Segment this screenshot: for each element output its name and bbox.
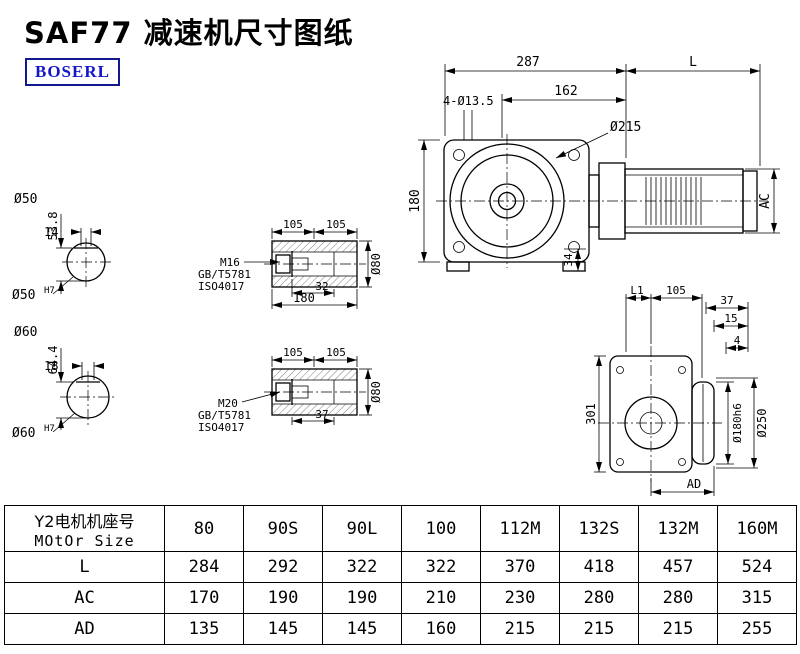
dim-32: 32 (315, 280, 328, 293)
dim-287: 287 (516, 55, 539, 70)
motor-size-header-cn: Y2电机机座号 (34, 511, 135, 531)
dim-37: 37 (315, 408, 328, 421)
dim-cell: 322 (401, 551, 481, 583)
dim-d80: Ø80 (369, 253, 383, 275)
dim-l: L (689, 55, 697, 70)
standard-gb: GB/T5781 (198, 409, 251, 422)
shaft50-key-height: 53.8 (46, 212, 60, 241)
bolt-hole (568, 241, 580, 253)
row-label: AD (4, 613, 165, 645)
dim-cell: 215 (480, 613, 560, 645)
dim-cell: 215 (638, 613, 718, 645)
dim-cell: 190 (322, 582, 402, 614)
shaft60-dia-label: Ø60 (14, 325, 37, 340)
shaft50-bore-tolerance: H7 (44, 286, 55, 296)
shaft-detail-m20: 105 105 M20 GB/T5781 ISO4017 37 Ø80 (198, 346, 383, 434)
shaft60-bore-label: Ø60 (12, 426, 35, 441)
size-header: 132S (559, 505, 639, 552)
standard-iso: ISO4017 (198, 280, 244, 293)
dim-cell: 418 (559, 551, 639, 583)
dim-cell: 255 (717, 613, 797, 645)
brand-logo: BOSERL (25, 58, 120, 86)
dim-l1: L1 (630, 284, 643, 297)
dim-cell: 135 (164, 613, 244, 645)
shaft-detail-m16: 105 105 M16 GB/T5781 ISO4017 32 180 Ø80 (198, 218, 383, 309)
dim-ac: AC (758, 193, 773, 209)
dim-cell: 280 (638, 582, 718, 614)
shaft50-dia-label: Ø50 (14, 192, 37, 207)
motor-size-table: Y2电机机座号 MOtOr Size 80 90S 90L 100 112M 1… (4, 505, 797, 645)
motor-size-header-en: MOtOr Size (34, 531, 135, 550)
dim-flange-dia-side: Ø250 (755, 409, 769, 438)
shaft-60-end-view: Ø60 18 64.4 Ø60 H7 (12, 325, 116, 441)
dim-cell: 145 (243, 613, 323, 645)
dim-cell: 524 (717, 551, 797, 583)
motor-size-header-cell: Y2电机机座号 MOtOr Size (4, 505, 165, 552)
dim-bolt-holes: 4-Ø13.5 (443, 94, 494, 108)
dim-105-b: 105 (326, 346, 346, 359)
shaft60-bore-tolerance: H7 (44, 424, 55, 434)
output-bore (624, 396, 678, 450)
drawing-canvas: 287 L 162 4-Ø13.5 Ø215 180 34 AC Ø50 14 (12, 55, 780, 496)
standard-gb: GB/T5781 (198, 268, 251, 281)
dim-180: 180 (408, 189, 423, 212)
dim-d80: Ø80 (369, 381, 383, 403)
dim-cell: 370 (480, 551, 560, 583)
shaft50-bore-label: Ø50 (12, 288, 35, 303)
dim-cell: 322 (322, 551, 402, 583)
bolt-hole (453, 241, 465, 253)
standard-iso: ISO4017 (198, 421, 244, 434)
size-header: 132M (638, 505, 718, 552)
dim-105-side: 105 (666, 284, 686, 297)
dim-180-detail: 180 (293, 291, 315, 305)
dim-cell: 210 (401, 582, 481, 614)
side-view: L1 105 37 15 4 301 Ø180h6 Ø250 AD (584, 284, 769, 496)
size-header: 100 (401, 505, 481, 552)
row-label: AC (4, 582, 165, 614)
dim-cell: 170 (164, 582, 244, 614)
size-header: 160M (717, 505, 797, 552)
dim-cell: 292 (243, 551, 323, 583)
dim-105-a: 105 (283, 218, 303, 231)
size-header: 80 (164, 505, 244, 552)
dim-cell: 457 (638, 551, 718, 583)
shaft60-key-width: 18 (44, 359, 58, 373)
dim-spigot-dia: Ø180h6 (731, 403, 744, 443)
table-row-ad: AD 135 145 145 160 215 215 215 255 (4, 613, 797, 645)
dim-34: 34 (562, 253, 575, 267)
dim-cell: 190 (243, 582, 323, 614)
row-label: L (4, 551, 165, 583)
shaft60-key-height: 64.4 (46, 346, 60, 375)
size-header: 112M (480, 505, 560, 552)
dim-301: 301 (584, 403, 598, 425)
dim-ad: AD (687, 477, 701, 491)
thread-label-m16: M16 (220, 256, 240, 269)
dim-105-b: 105 (326, 218, 346, 231)
dim-flange-dia: Ø215 (610, 120, 641, 135)
table-row-l: L 284 292 322 322 370 418 457 524 (4, 551, 797, 583)
dim-cell: 280 (559, 582, 639, 614)
dim-105-a: 105 (283, 346, 303, 359)
dim-cell: 160 (401, 613, 481, 645)
dim-cell: 315 (717, 582, 797, 614)
table-row-ac: AC 170 190 190 210 230 280 280 315 (4, 582, 797, 614)
size-header: 90S (243, 505, 323, 552)
dim-cell: 284 (164, 551, 244, 583)
thread-label-m20: M20 (218, 397, 238, 410)
motor-fins (645, 177, 702, 225)
dim-37-side: 37 (720, 294, 733, 307)
bolt-hole (453, 149, 465, 161)
page-title: SAF77 减速机尺寸图纸 (24, 16, 354, 50)
shaft50-key-width: 14 (44, 225, 58, 239)
dim-162: 162 (554, 84, 577, 99)
table-header-row: Y2电机机座号 MOtOr Size 80 90S 90L 100 112M 1… (4, 505, 797, 552)
front-view: 287 L 162 4-Ø13.5 Ø215 180 34 AC (408, 55, 780, 272)
dim-4: 4 (734, 334, 741, 347)
size-header: 90L (322, 505, 402, 552)
dim-cell: 145 (322, 613, 402, 645)
dim-cell: 215 (559, 613, 639, 645)
shaft-50-end-view: Ø50 14 53.8 Ø50 H7 (12, 192, 112, 303)
dim-cell: 230 (480, 582, 560, 614)
dim-15: 15 (724, 312, 737, 325)
